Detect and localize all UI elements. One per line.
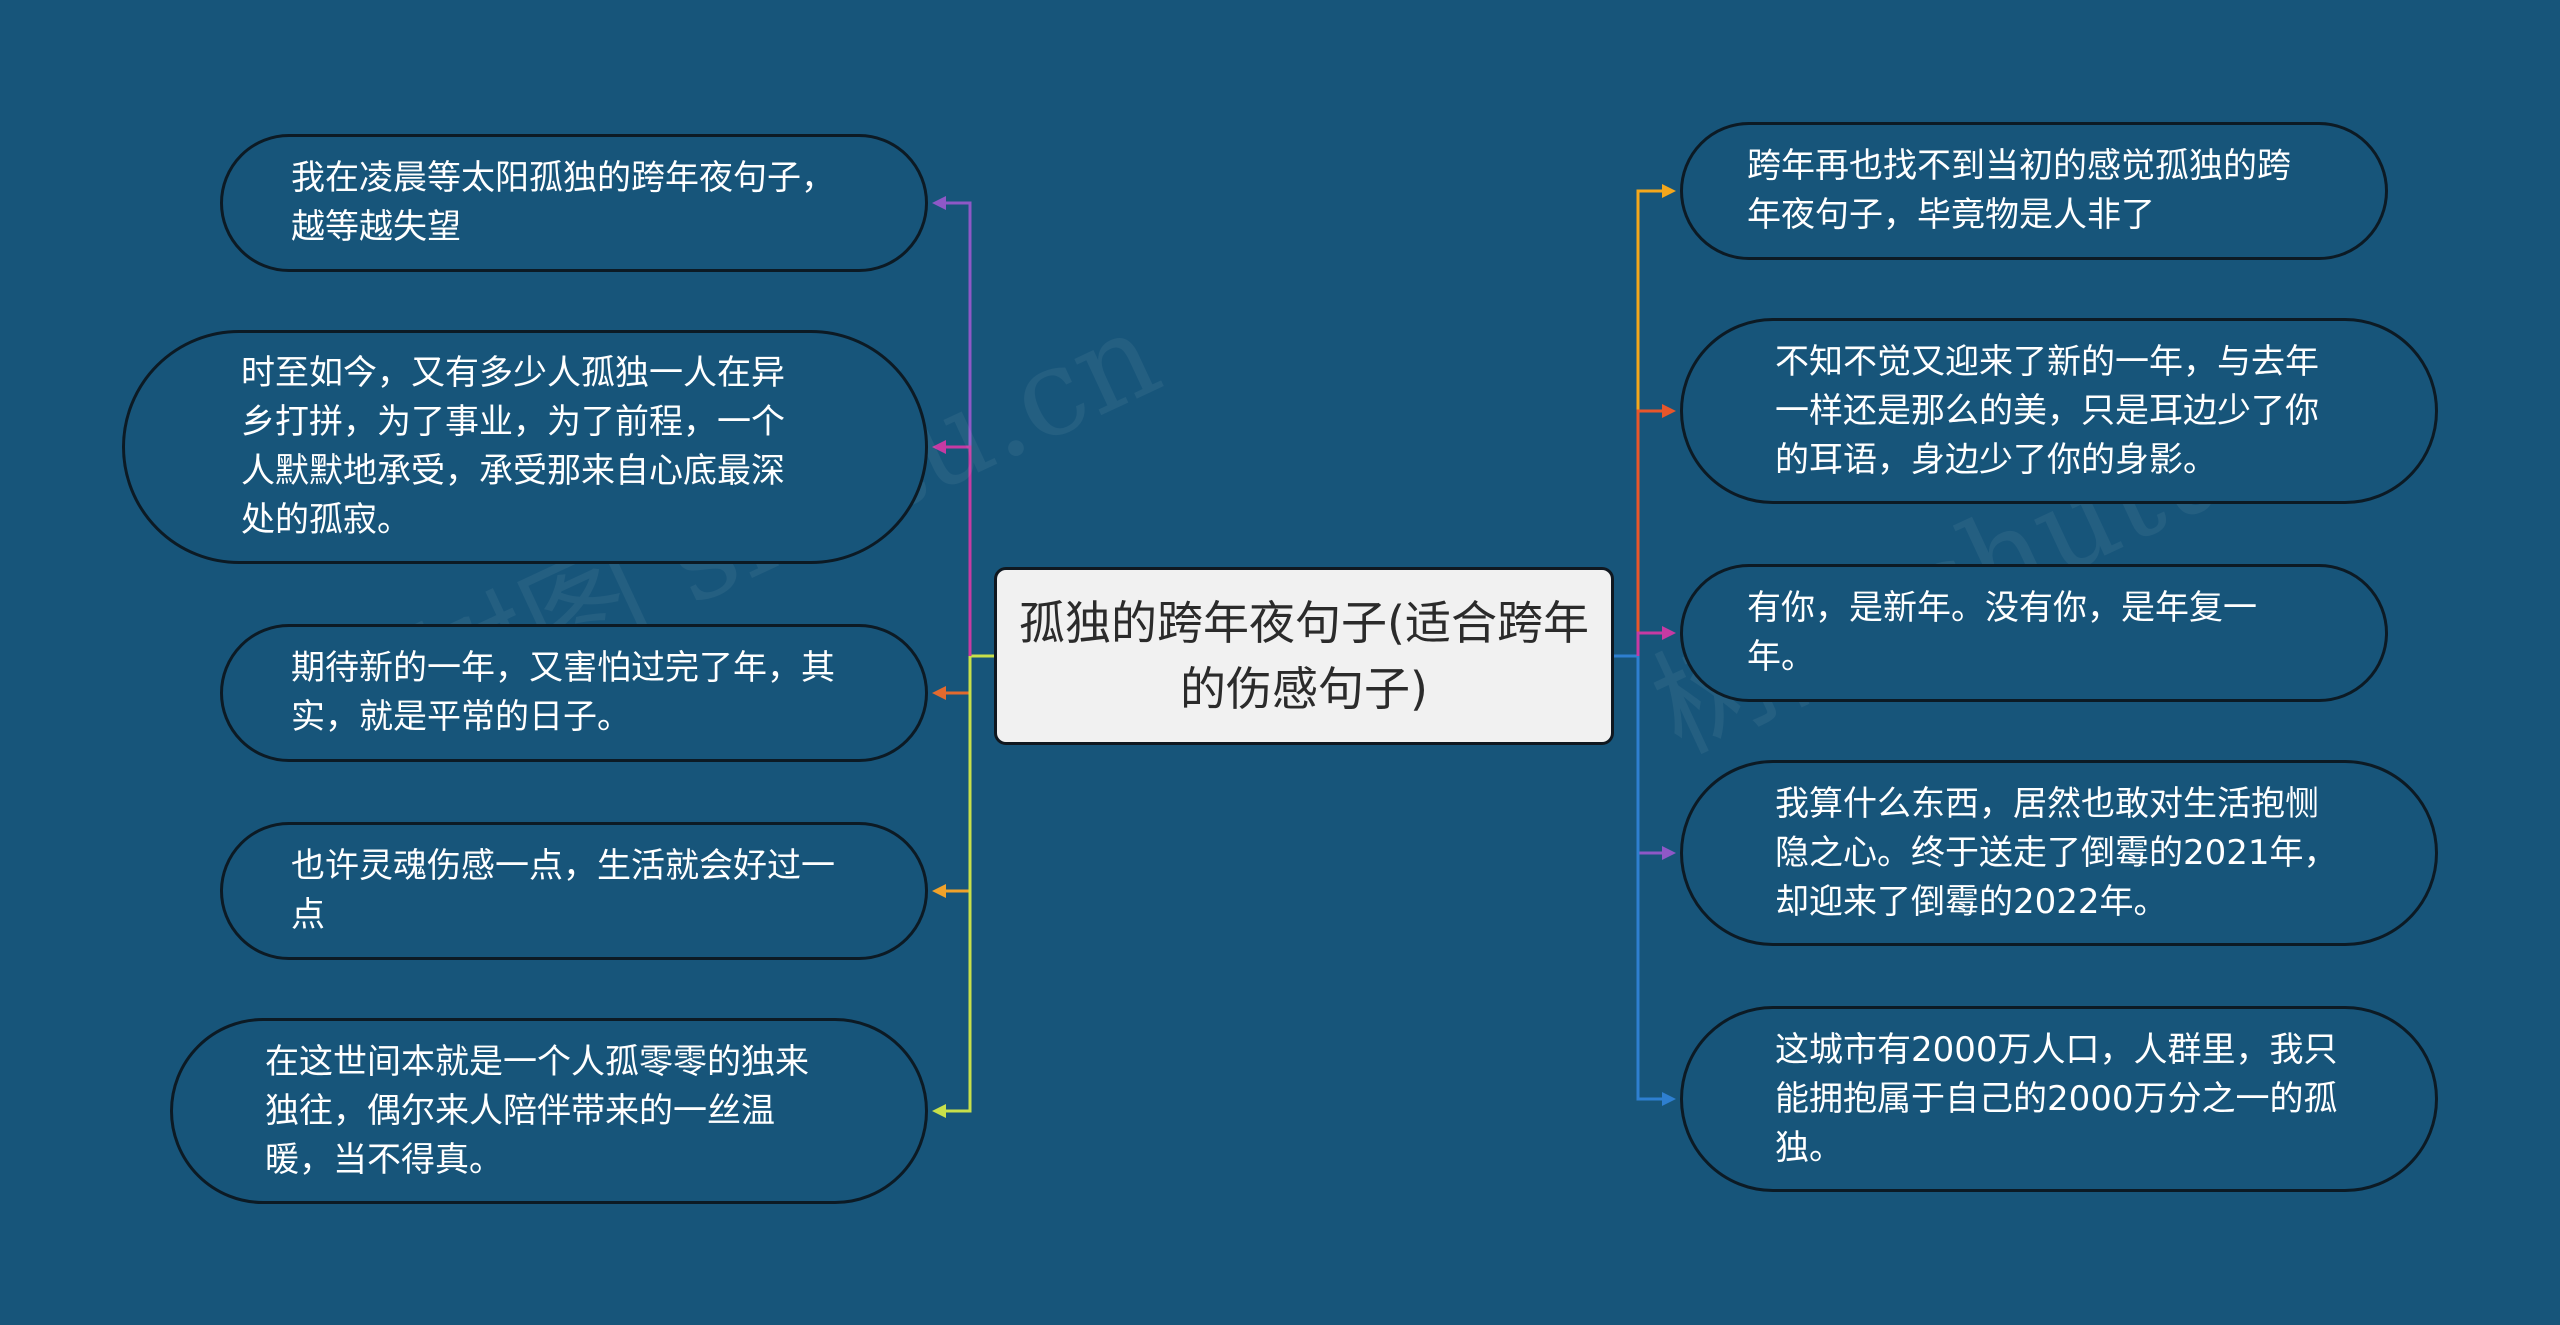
- left-connector-4: [944, 656, 972, 893]
- central-topic[interactable]: 孤独的跨年夜句子(适合跨年的伤感句子): [994, 567, 1614, 745]
- left-connector-5: [944, 656, 972, 1113]
- left-node-2[interactable]: 时至如今，又有多少人孤独一人在异乡打拼，为了事业，为了前程，一个人默默地承受，承…: [122, 330, 928, 564]
- right-node-1[interactable]: 跨年再也找不到当初的感觉孤独的跨年夜句子，毕竟物是人非了: [1680, 122, 2388, 260]
- right-node-4[interactable]: 我算什么东西，居然也敢对生活抱恻隐之心。终于送走了倒霉的2021年，却迎来了倒霉…: [1680, 760, 2438, 946]
- right-arrow-5: [1662, 1092, 1676, 1106]
- right-node-2-text: 不知不觉又迎来了新的一年，与去年一样还是那么的美，只是耳边少了你的耳语，身边少了…: [1775, 341, 2319, 480]
- left-node-2-text: 时至如今，又有多少人孤独一人在异乡打拼，为了事业，为了前程，一个人默默地承受，承…: [241, 353, 785, 540]
- right-connector-3: [1636, 631, 1664, 656]
- right-arrow-3: [1662, 626, 1676, 640]
- left-node-5[interactable]: 在这世间本就是一个人孤零零的独来独往，偶尔来人陪伴带来的一丝温暖，当不得真。: [170, 1018, 928, 1204]
- left-arrow-4: [932, 884, 946, 898]
- right-node-3[interactable]: 有你，是新年。没有你，是年复一年。: [1680, 564, 2388, 702]
- right-node-5-text: 这城市有2000万人口，人群里，我只能拥抱属于自己的2000万分之一的孤独。: [1775, 1029, 2338, 1168]
- left-node-1[interactable]: 我在凌晨等太阳孤独的跨年夜句子，越等越失望: [220, 134, 928, 272]
- right-node-5[interactable]: 这城市有2000万人口，人群里，我只能拥抱属于自己的2000万分之一的孤独。: [1680, 1006, 2438, 1192]
- left-node-4[interactable]: 也许灵魂伤感一点，生活就会好过一点: [220, 822, 928, 960]
- left-node-3-text: 期待新的一年，又害怕过完了年，其实，就是平常的日子。: [291, 648, 835, 737]
- right-connector-4: [1636, 656, 1664, 855]
- left-connector-1: [944, 201, 972, 656]
- left-node-3[interactable]: 期待新的一年，又害怕过完了年，其实，就是平常的日子。: [220, 624, 928, 762]
- left-node-4-text: 也许灵魂伤感一点，生活就会好过一点: [291, 846, 835, 935]
- left-node-1-text: 我在凌晨等太阳孤独的跨年夜句子，越等越失望: [291, 158, 835, 247]
- right-node-1-text: 跨年再也找不到当初的感觉孤独的跨年夜句子，毕竟物是人非了: [1747, 146, 2291, 235]
- right-connector-2: [1636, 409, 1664, 656]
- right-connector-1: [1636, 189, 1664, 656]
- left-connector-3: [944, 656, 972, 695]
- central-topic-title: 孤独的跨年夜句子(适合跨年的伤感句子): [1019, 596, 1589, 716]
- right-arrow-1: [1662, 184, 1676, 198]
- left-arrow-1: [932, 196, 946, 210]
- right-connector-5: [1636, 656, 1664, 1101]
- left-arrow-5: [932, 1104, 946, 1118]
- right-node-2[interactable]: 不知不觉又迎来了新的一年，与去年一样还是那么的美，只是耳边少了你的耳语，身边少了…: [1680, 318, 2438, 504]
- left-node-5-text: 在这世间本就是一个人孤零零的独来独往，偶尔来人陪伴带来的一丝温暖，当不得真。: [265, 1041, 809, 1180]
- right-node-3-text: 有你，是新年。没有你，是年复一年。: [1747, 588, 2257, 677]
- right-arrow-4: [1662, 846, 1676, 860]
- left-arrow-3: [932, 686, 946, 700]
- left-connector-2: [944, 445, 972, 656]
- right-node-4-text: 我算什么东西，居然也敢对生活抱恻隐之心。终于送走了倒霉的2021年，却迎来了倒霉…: [1775, 783, 2338, 922]
- right-arrow-2: [1662, 404, 1676, 418]
- left-arrow-2: [932, 440, 946, 454]
